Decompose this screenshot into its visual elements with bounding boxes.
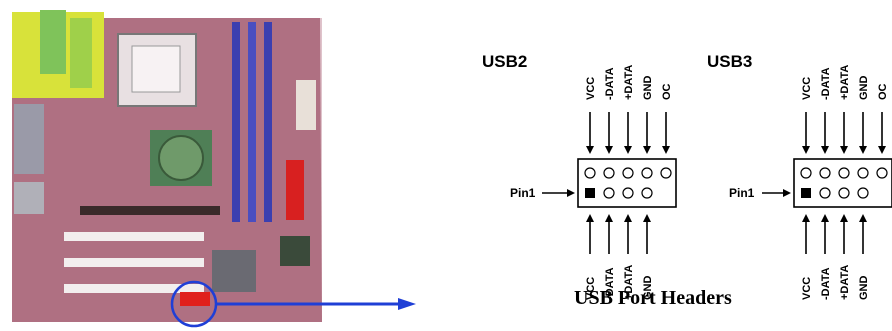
pin1-square: [801, 188, 811, 198]
io-port-stack-2: [14, 182, 44, 214]
pin-circle: [622, 187, 634, 199]
top-pin-label: OC: [661, 83, 673, 100]
bottom-pin-label: -DATA: [820, 267, 832, 300]
pin-circle: [622, 167, 634, 179]
pin-circle: [800, 167, 812, 179]
diagram-caption: USB Port Headers: [574, 287, 732, 309]
dimm-slot-2: [248, 22, 256, 222]
bottom-pin-label: +DATA: [623, 265, 635, 300]
top-pin-arrow-head: [586, 146, 594, 154]
bottom-pin-arrow-head: [605, 214, 613, 222]
top-pin-arrow-head: [840, 146, 848, 154]
pci-slot-2: [64, 258, 204, 267]
header-name-usb2: USB2: [482, 52, 527, 71]
top-pin-label: +DATA: [623, 65, 635, 100]
pin-circle: [641, 167, 653, 179]
top-pin-label: +DATA: [839, 65, 851, 100]
top-pin-arrow-head: [662, 146, 670, 154]
pin1-label: Pin1: [510, 186, 536, 200]
top-pin-label: OC: [877, 83, 889, 100]
southbridge-chip: [212, 250, 256, 292]
bottom-pin-arrow-head: [643, 214, 651, 222]
bottom-pin-arrow-head: [586, 214, 594, 222]
top-pin-arrow-head: [802, 146, 810, 154]
top-pin-arrow-head: [624, 146, 632, 154]
dimm-slot-1: [232, 22, 240, 222]
bottom-pin-label: GND: [858, 276, 870, 301]
usb-header-highlight: [180, 292, 210, 306]
io-port-stack: [14, 104, 44, 174]
power-connector: [296, 80, 316, 130]
bottom-pin-label: VCC: [585, 277, 597, 300]
top-pin-label: VCC: [585, 77, 597, 100]
ide-connector: [286, 160, 304, 220]
northbridge-fan: [158, 135, 204, 181]
agp-slot: [80, 206, 220, 215]
io-green-block: [40, 10, 66, 74]
top-pin-label: GND: [642, 76, 654, 101]
pin-circle: [819, 167, 831, 179]
top-pin-arrow-head: [643, 146, 651, 154]
top-pin-arrow-head: [878, 146, 886, 154]
header-name-usb3: USB3: [707, 52, 752, 71]
header-box: [577, 158, 677, 208]
bottom-pin-label: -DATA: [604, 267, 616, 300]
bottom-pin-label: GND: [642, 276, 654, 301]
pci-slot-1: [64, 232, 204, 241]
pointer-arrowhead: [398, 298, 416, 310]
dimm-slot-3: [264, 22, 272, 222]
pin-circle: [838, 187, 850, 199]
bottom-pin-label: VCC: [801, 277, 813, 300]
pin1-arrow-head: [567, 189, 575, 197]
pin1-arrow-head: [783, 189, 791, 197]
top-pin-arrow-head: [859, 146, 867, 154]
top-pin-label: VCC: [801, 77, 813, 100]
header-box: [793, 158, 892, 208]
bottom-pin-arrow-head: [802, 214, 810, 222]
pin1-label: Pin1: [729, 186, 755, 200]
bottom-pin-arrow-head: [624, 214, 632, 222]
pin-circle: [603, 167, 615, 179]
pin-circle: [857, 187, 869, 199]
pin-circle: [660, 167, 672, 179]
pin-circle: [838, 167, 850, 179]
io-green-block-2: [70, 18, 92, 88]
pin-circle: [603, 187, 615, 199]
pci-slot-3: [64, 284, 204, 293]
pin1-square: [585, 188, 595, 198]
pin-circle: [857, 167, 869, 179]
top-pin-label: -DATA: [820, 67, 832, 100]
top-pin-arrow-head: [821, 146, 829, 154]
top-pin-label: GND: [858, 76, 870, 101]
bottom-pin-label: +DATA: [839, 265, 851, 300]
cpu-socket-inner: [131, 45, 181, 93]
pin-circle: [876, 167, 888, 179]
pin-circle: [819, 187, 831, 199]
pin-circle: [584, 167, 596, 179]
bottom-pin-arrow-head: [840, 214, 848, 222]
bottom-pin-arrow-head: [859, 214, 867, 222]
bottom-pin-arrow-head: [821, 214, 829, 222]
top-pin-label: -DATA: [604, 67, 616, 100]
southbridge-heatsink: [280, 236, 310, 266]
top-pin-arrow-head: [605, 146, 613, 154]
pin-circle: [641, 187, 653, 199]
